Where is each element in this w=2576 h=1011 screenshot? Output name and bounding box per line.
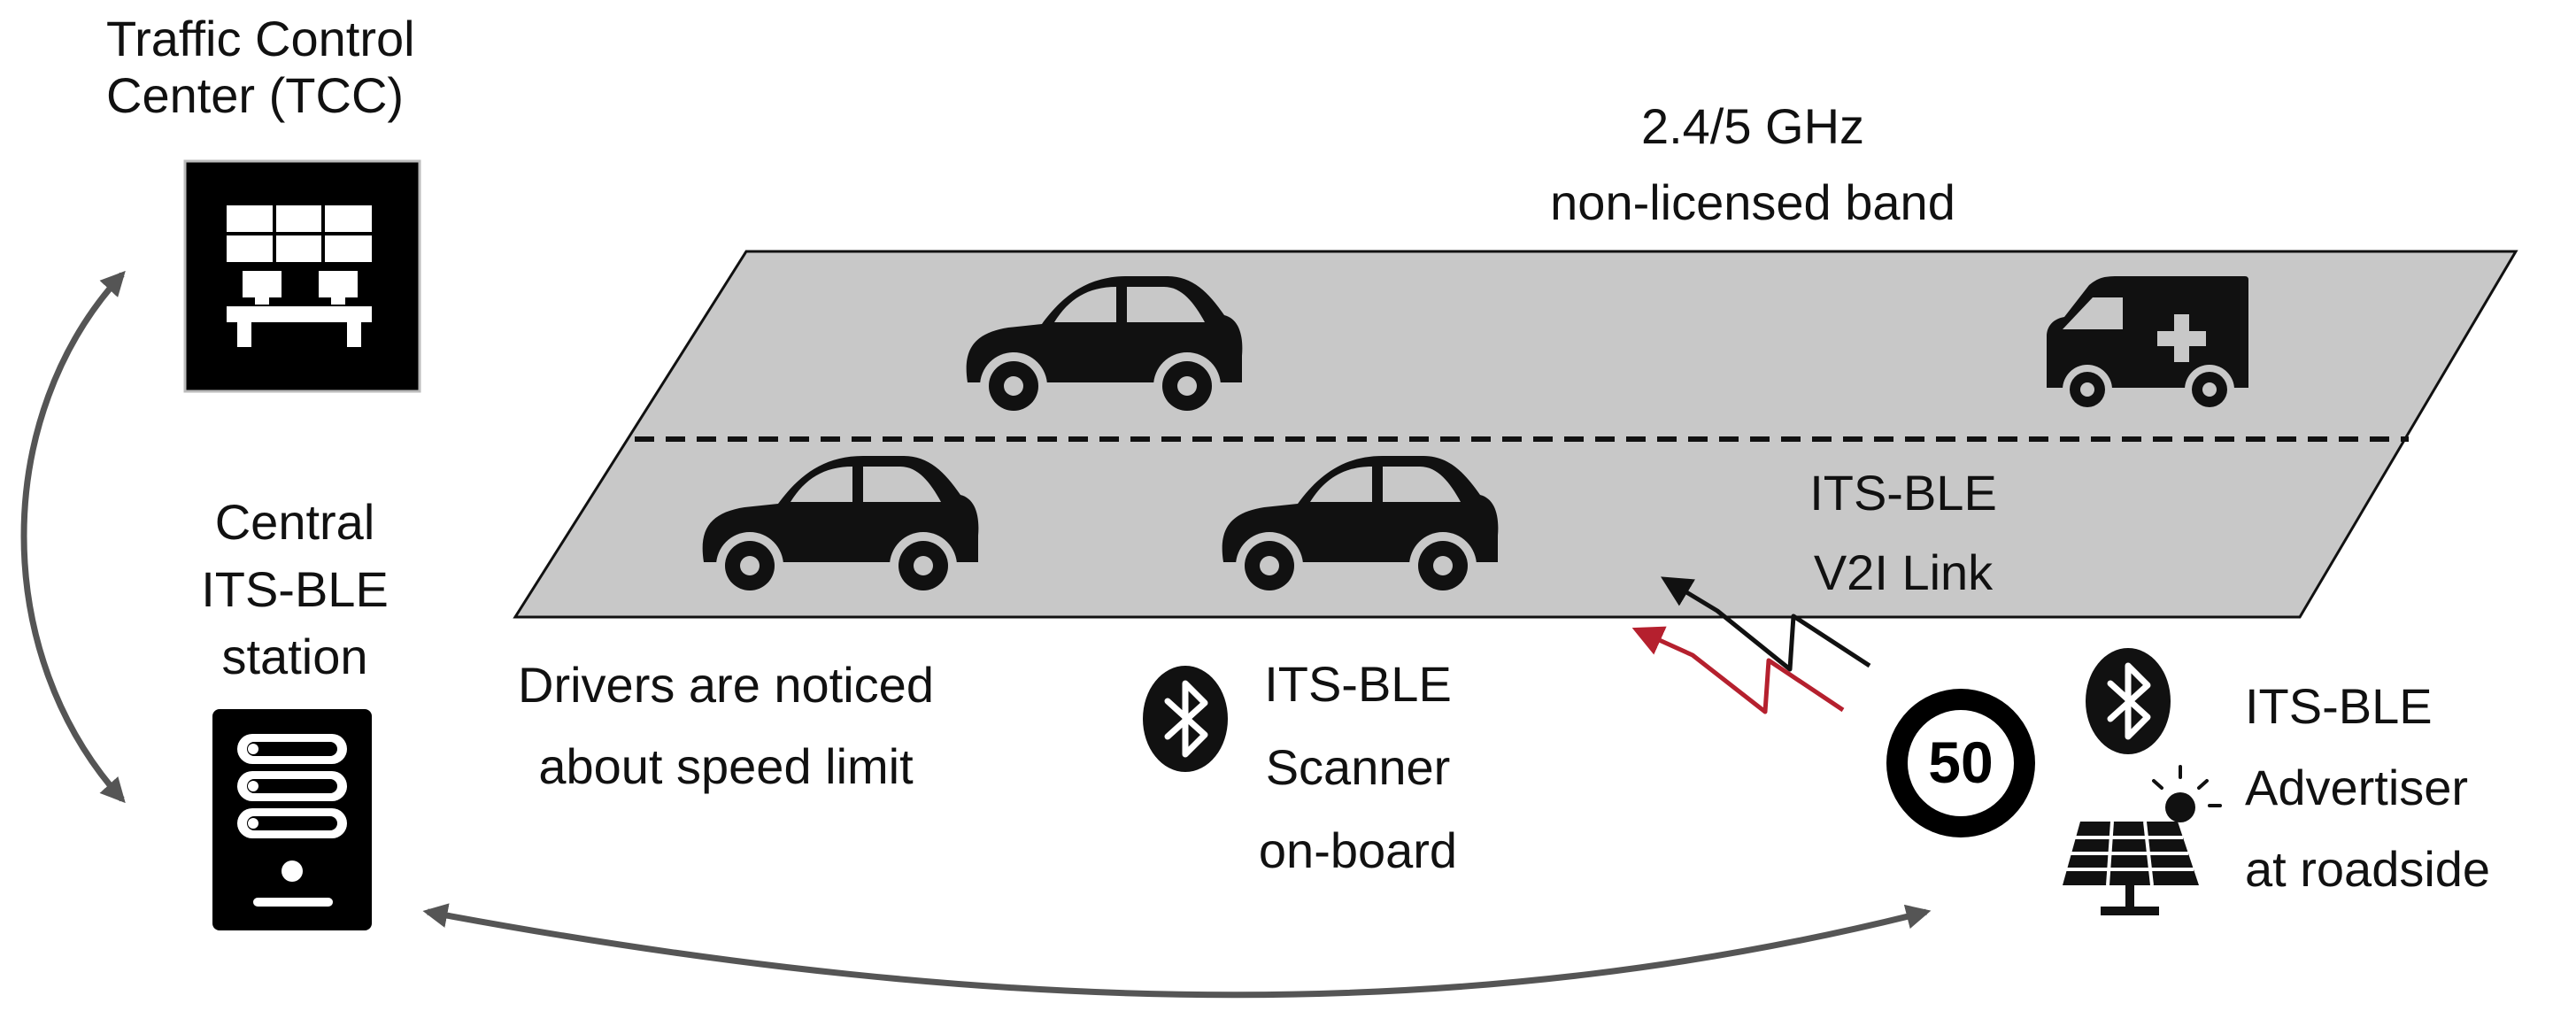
central-roadside-arrow: [422, 903, 1932, 999]
band-label: 2.4/5 GHz non-licensed band: [1550, 98, 1955, 230]
tcc-label: Traffic Control Center (TCC): [106, 11, 415, 123]
bluetooth-icon: [1143, 666, 1228, 772]
v2i-signal-red: [1631, 626, 1845, 714]
control-room-icon: [183, 159, 421, 393]
drivers-label: Drivers are noticed about speed limit: [518, 657, 934, 794]
server-icon: [212, 709, 372, 930]
bluetooth-icon: [2086, 648, 2171, 754]
v2i-signal-dark: [1661, 576, 1871, 672]
tcc-central-arrow: [20, 270, 126, 804]
scanner-label: ITS-BLE Scanner on-board: [1258, 656, 1458, 878]
speed-limit-sign-icon: 50: [1886, 689, 2035, 837]
ambulance-icon: [2047, 276, 2248, 414]
central-station-label: Central ITS-BLE station: [201, 494, 389, 684]
advertiser-label: ITS-BLE Advertiser at roadside: [2245, 678, 2491, 897]
v2i-link-label: ITS-BLE V2I Link: [1809, 465, 1997, 600]
speed-limit-value: 50: [1928, 729, 1993, 795]
solar-panel-icon: [2063, 765, 2222, 915]
